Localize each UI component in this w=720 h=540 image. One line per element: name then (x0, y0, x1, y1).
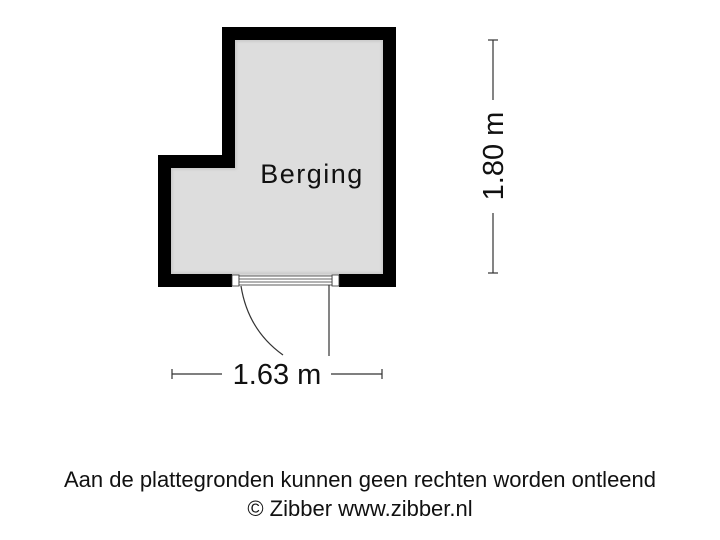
door-threshold (238, 275, 333, 286)
width-dimension-label: 1.63 m (233, 359, 322, 391)
door-jamb-left (231, 274, 240, 287)
walls (158, 27, 396, 287)
copyright-text: © Zibber www.zibber.nl (247, 496, 473, 521)
width-dimension (171, 369, 383, 379)
disclaimer-text: Aan de plattegronden kunnen geen rechten… (63, 467, 657, 492)
door (231, 274, 340, 356)
room-label-berging: Berging (260, 159, 364, 189)
height-dimension-label: 1.80 m (478, 112, 510, 201)
height-dimension (488, 39, 498, 274)
room-floor-berging (171, 40, 383, 274)
door-swing-arc (240, 285, 284, 356)
door-jamb-right (331, 274, 340, 287)
